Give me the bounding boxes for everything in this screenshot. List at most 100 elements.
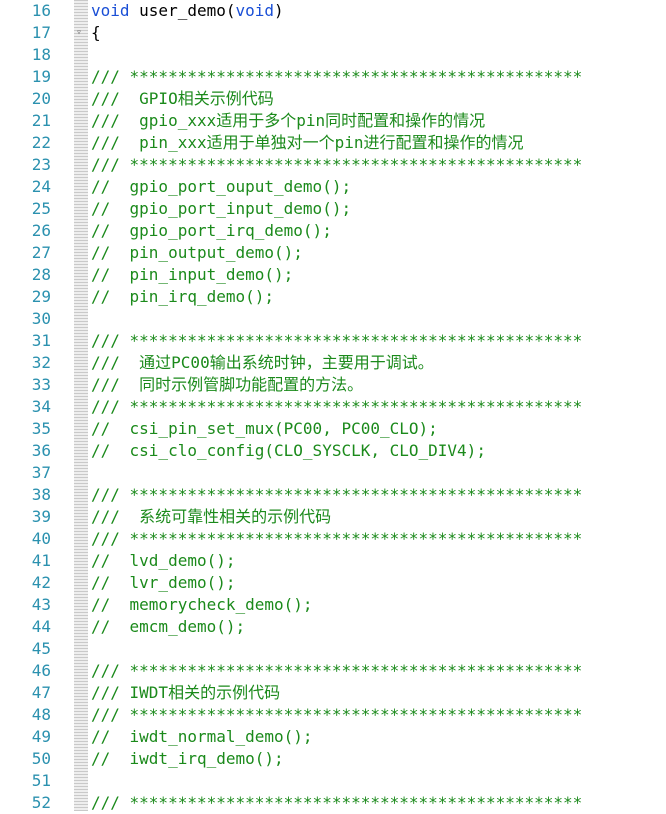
code-line[interactable]: 27// pin_output_demo(); [0,242,666,264]
comment-text: /// ************************************… [91,661,583,680]
comment-text: // gpio_port_input_demo(); [91,199,352,218]
comment-text: // lvd_demo(); [91,551,236,570]
line-number: 30 [31,309,51,328]
code-line[interactable]: 23 /// **********************************… [0,154,666,176]
line-number: 51 [31,771,51,790]
comment-text: // memorycheck_demo(); [91,595,313,614]
line-number: 43 [31,595,51,614]
comment-text: // pin_irq_demo(); [91,287,275,306]
comment-text: // gpio_port_irq_demo(); [91,221,332,240]
comment-text: // pin_input_demo(); [91,265,294,284]
comment-text: /// GPIO相关示例代码 [91,89,274,108]
code-line[interactable]: 43 // memorycheck_demo(); [0,594,666,616]
line-number: 26 [31,221,51,240]
code-line[interactable]: 52 /// **********************************… [0,792,666,814]
code-line[interactable]: 21/// gpio_xxx适用于多个pin同时配置和操作的情况 [0,110,666,132]
fold-collapse-icon[interactable]: ▿ [76,27,83,38]
line-number: 27 [31,243,51,262]
code-line[interactable]: 44// emcm_demo(); [0,616,666,638]
line-number-gutter [0,0,58,811]
code-line[interactable]: 36 // csi_clo_config(CLO_SYSCLK, CLO_DIV4… [0,440,666,462]
fold-margin[interactable] [74,0,88,811]
line-number: 52 [31,793,51,812]
line-number: 25 [31,199,51,218]
comment-text: /// pin_xxx适用于单独对一个pin进行配置和操作的情况 [91,133,524,152]
code-line[interactable]: 37 [0,462,666,484]
code-line[interactable]: 45 [0,638,666,660]
line-number: 40 [31,529,51,548]
line-number: 41 [31,551,51,570]
code-line[interactable]: 17 ▿ { [0,22,666,44]
line-number: 18 [31,45,51,64]
code-text: { [91,23,101,42]
line-number: 19 [31,67,51,86]
code-line[interactable]: 32/// 通过PC00输出系统时钟，主要用于调试。 [0,352,666,374]
punctuation-token: ) [274,1,284,20]
code-line[interactable]: 31/// **********************************… [0,330,666,352]
line-number: 21 [31,111,51,130]
function-signature: void user_demo(void) [91,0,284,22]
comment-text: /// ************************************… [91,793,583,812]
line-number: 31 [31,331,51,350]
code-line[interactable]: 51 [0,770,666,792]
code-line[interactable]: 42// lvr_demo(); [0,572,666,594]
line-number: 34 [31,397,51,416]
comment-text: /// ************************************… [91,67,583,86]
code-line[interactable]: 33 /// 同时示例管脚功能配置的方法。 [0,374,666,396]
code-line[interactable]: 30 [0,308,666,330]
code-line[interactable]: 41 // lvd_demo(); [0,550,666,572]
line-number: 20 [31,89,51,108]
keyword-token: void [91,1,130,20]
code-line[interactable]: 49// iwdt_normal_demo(); [0,726,666,748]
comment-text: // lvr_demo(); [91,573,236,592]
line-number: 37 [31,463,51,482]
code-line[interactable]: 38 /// **********************************… [0,484,666,506]
comment-text: /// IWDT相关的示例代码 [91,683,281,702]
line-number: 50 [31,749,51,768]
code-line[interactable]: 18 [0,44,666,66]
line-number: 46 [31,661,51,680]
line-number: 17 [31,23,51,42]
line-number: 36 [31,441,51,460]
code-line[interactable]: 50 // iwdt_irq_demo(); [0,748,666,770]
code-line[interactable]: 24// gpio_port_ouput_demo(); [0,176,666,198]
code-line[interactable]: 29// pin_irq_demo(); [0,286,666,308]
line-number: 35 [31,419,51,438]
line-number: 23 [31,155,51,174]
code-line[interactable]: 25 // gpio_port_input_demo(); [0,198,666,220]
code-line[interactable]: 22 /// pin_xxx适用于单独对一个pin进行配置和操作的情况 [0,132,666,154]
code-line[interactable]: 26 // gpio_port_irq_demo(); [0,220,666,242]
code-line[interactable]: 46 /// **********************************… [0,660,666,682]
comment-text: // iwdt_irq_demo(); [91,749,284,768]
code-line[interactable]: 34/// **********************************… [0,396,666,418]
comment-text: /// ************************************… [91,485,583,504]
line-number: 45 [31,639,51,658]
function-name-token: user_demo( [129,1,236,20]
comment-text: // iwdt_normal_demo(); [91,727,313,746]
code-line[interactable]: 16 void user_demo(void) [0,0,666,22]
line-number: 16 [31,1,51,20]
line-number: 33 [31,375,51,394]
code-line[interactable]: 47/// IWDT相关的示例代码 [0,682,666,704]
comment-text: /// ************************************… [91,705,583,724]
code-line[interactable]: 28// pin_input_demo(); [0,264,666,286]
code-line[interactable]: 40 /// **********************************… [0,528,666,550]
line-number: 38 [31,485,51,504]
code-line[interactable]: 39/// 系统可靠性相关的示例代码 [0,506,666,528]
code-line[interactable]: 20 /// GPIO相关示例代码 [0,88,666,110]
code-line[interactable]: 35// csi_pin_set_mux(PC00, PC00_CLO); [0,418,666,440]
comment-text: /// ************************************… [91,529,583,548]
code-line[interactable]: 48 /// **********************************… [0,704,666,726]
line-number: 44 [31,617,51,636]
line-number: 22 [31,133,51,152]
line-number: 24 [31,177,51,196]
code-line[interactable]: 19 /// **********************************… [0,66,666,88]
line-number: 39 [31,507,51,526]
line-number: 48 [31,705,51,724]
comment-text: // csi_clo_config(CLO_SYSCLK, CLO_DIV4); [91,441,486,460]
comment-text: /// 同时示例管脚功能配置的方法。 [91,375,364,394]
comment-text: /// 通过PC00输出系统时钟，主要用于调试。 [91,353,434,372]
comment-text: /// ************************************… [91,155,583,174]
